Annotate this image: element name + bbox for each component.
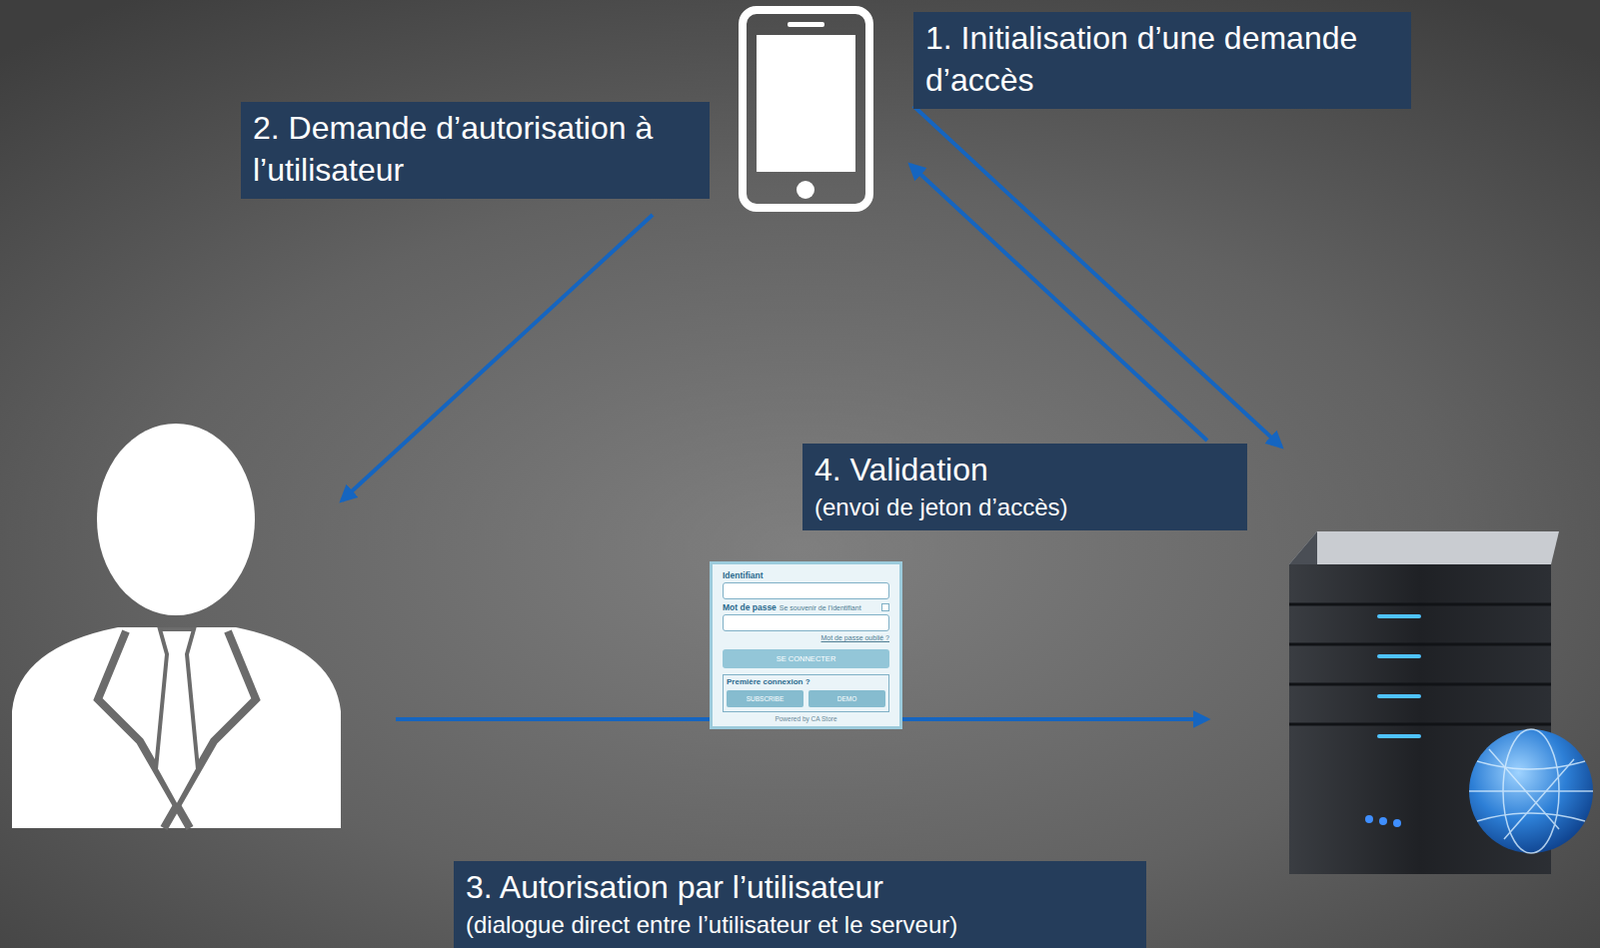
button-label: DEMO [810, 695, 884, 703]
login-form: IdentifiantMot de passeSe souvenir de l’… [709, 561, 903, 730]
step-box: 1. Initialisation d’une demande d’accès [913, 11, 1412, 109]
phone-icon [742, 9, 870, 208]
step-title: 3. Autorisation par l’utilisateur [465, 867, 1135, 910]
button-label: SE CONNECTER [724, 654, 888, 664]
field-label: Mot de passe [722, 602, 777, 613]
group-title: Première connexion ? [726, 677, 886, 687]
button-row: SUBSCRIBE DEMO [726, 690, 886, 708]
step-title: 2. Demande d’autorisation à l’utilisateu… [252, 107, 698, 191]
field-label: Identifiant [722, 570, 890, 581]
checkbox-label: Se souvenir de l’identifiant [779, 604, 862, 612]
step-title: 1. Initialisation d’une demande d’accès [925, 17, 1400, 101]
small-button: DEMO [808, 690, 886, 708]
signup-group: Première connexion ? SUBSCRIBE DEMO [722, 674, 890, 713]
password-input [722, 614, 890, 632]
forgot-link: Mot de passe oublié ? [722, 634, 890, 642]
step-box: 2. Demande d’autorisation à l’utilisateu… [240, 101, 710, 199]
step-note: (envoi de jeton d’accès) [814, 491, 1236, 523]
text-input [722, 582, 890, 600]
step-title: 4. Validation [814, 449, 1236, 492]
step-note: (dialogue direct entre l’utilisateur et … [465, 909, 1135, 941]
server-icon [1289, 531, 1594, 875]
button-label: SUBSCRIBE [728, 695, 802, 703]
step-box: 4. Validation(envoi de jeton d’accès) [802, 443, 1248, 531]
checkbox [881, 603, 890, 612]
step-box: 3. Autorisation par l’utilisateur(dialog… [453, 861, 1147, 948]
footer-note: Powered by CA Store [722, 715, 890, 723]
field-row: Mot de passeSe souvenir de l’identifiant [722, 602, 890, 613]
login-button: SE CONNECTER [722, 649, 890, 669]
user-icon [11, 423, 341, 829]
small-button: SUBSCRIBE [726, 690, 804, 708]
